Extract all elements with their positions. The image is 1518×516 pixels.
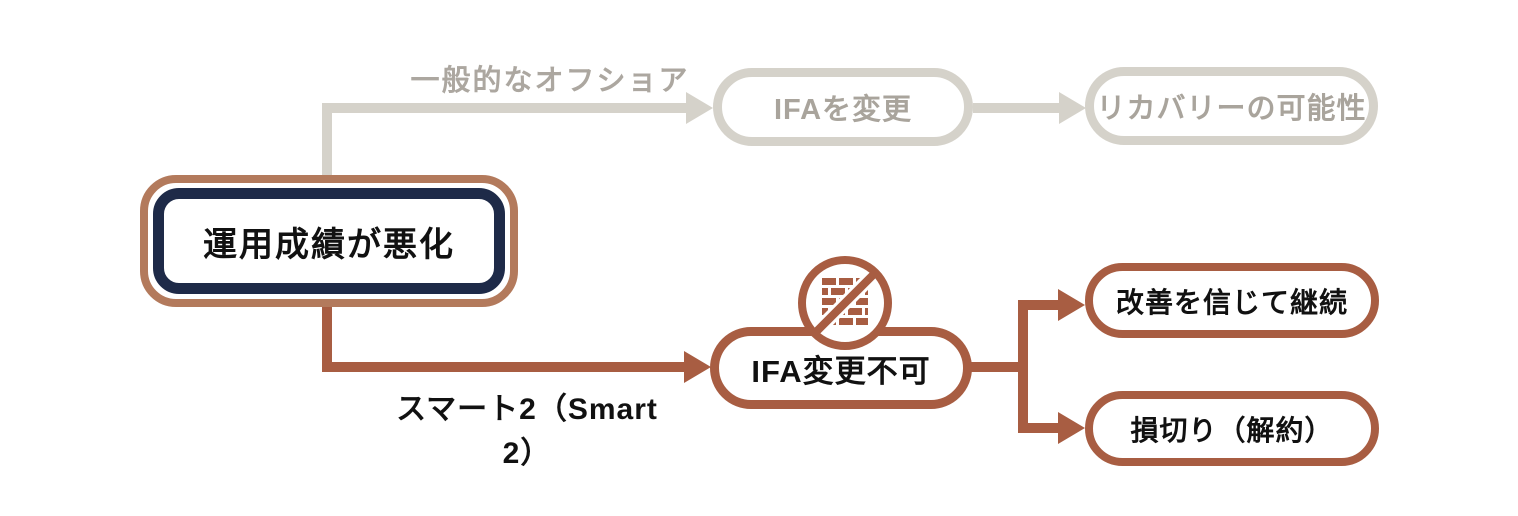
smart2-connector-horizontal (322, 362, 688, 372)
branch-connector-top (1023, 300, 1063, 310)
smart2-connector-vertical (322, 305, 332, 372)
cut-loss-outcome-node: 損切り（解約） (1085, 391, 1379, 466)
branch-arrow-bottom-icon (1058, 412, 1085, 444)
offshore-path-label: 一般的なオフショア (410, 65, 690, 97)
offshore-connector-vertical (322, 103, 332, 176)
offshore-connector-horizontal (322, 103, 690, 113)
offshore-connector-2 (973, 103, 1061, 113)
root-node: 運用成績が悪化 (140, 175, 518, 307)
root-node-label: 運用成績が悪化 (153, 188, 505, 294)
branch-connector-stem (968, 362, 1023, 372)
recovery-possibility-node: リカバリーの可能性 (1085, 67, 1378, 145)
ifa-change-node: IFAを変更 (713, 68, 973, 146)
smart2-arrow-icon (684, 351, 711, 383)
continue-outcome-node: 改善を信じて継続 (1085, 263, 1379, 338)
no-brick-wall-icon (797, 255, 893, 351)
smart2-path-label: スマート2（Smart 2） (396, 393, 658, 470)
branch-connector-vertical (1018, 300, 1028, 433)
no-brick-wall-icon-svg (798, 256, 892, 350)
branch-connector-bottom (1023, 423, 1063, 433)
branch-arrow-top-icon (1058, 289, 1085, 321)
offshore-arrow-icon (686, 92, 713, 124)
offshore-arrow-2-icon (1059, 92, 1086, 124)
